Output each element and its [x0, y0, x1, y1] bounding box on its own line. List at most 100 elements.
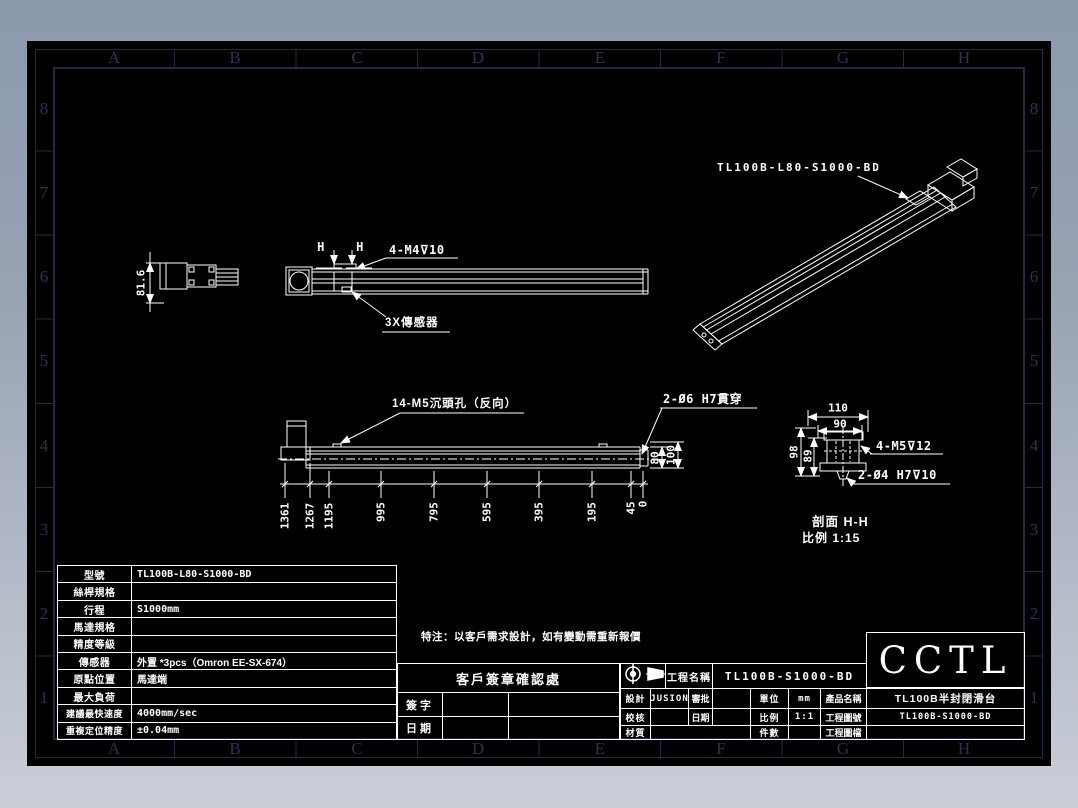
spec-value: [132, 636, 396, 652]
front-height-dim: 100: [664, 445, 678, 465]
sign-field: [509, 693, 619, 717]
spec-label: 重複定位精度: [58, 722, 132, 740]
special-note: 特注：以客戶需求設計，如有變動需重新報價: [421, 631, 641, 643]
sign-block-title: 客戶簽章確認處: [398, 664, 619, 693]
file-value: [866, 725, 1025, 740]
spec-value: [132, 583, 396, 599]
frame-col-label: F: [716, 48, 726, 67]
length-dim: 195: [585, 502, 599, 522]
frame-ticks: [35, 49, 1043, 758]
length-dim: 395: [532, 502, 546, 522]
approver-value: [712, 688, 751, 709]
through-hole-callout: 2-Ø6 H7貫穿: [663, 392, 743, 406]
table-row: 絲桿規格: [58, 583, 396, 601]
spec-label: 原點位置: [58, 670, 132, 687]
checker-label: 校核: [620, 708, 651, 726]
unit-label: 單位: [750, 688, 789, 709]
section-width-dim: 110: [828, 401, 848, 415]
spec-value: 馬達端: [137, 675, 167, 687]
frame-row-label: 6: [39, 267, 49, 286]
section-height-dim: 98: [787, 445, 801, 459]
frame-row-label: 7: [39, 183, 49, 202]
table-row: 傳感器外置 *3pcs（Omron EE-SX-674）: [58, 653, 396, 671]
material-label: 材質: [620, 725, 651, 740]
length-dim: 1195: [322, 502, 336, 530]
frame-col-label: B: [229, 739, 241, 758]
section-view: [795, 410, 950, 488]
table-row: 馬達規格: [58, 618, 396, 636]
section-scale: 比例 1:15: [802, 531, 861, 545]
spec-value: 4000mm/sec: [137, 707, 198, 719]
file-label: 工程圖檔: [820, 725, 867, 740]
frame-col-label: A: [107, 48, 121, 67]
checker-value: [650, 708, 689, 726]
length-dim: 595: [480, 502, 494, 522]
date-field: [443, 717, 509, 739]
frame-row-label: 3: [39, 520, 49, 539]
thread-callout: 4-M5⊽12: [876, 439, 932, 453]
frame-row-label: 5: [1029, 351, 1039, 370]
spec-value: [132, 618, 396, 634]
frame-col-label: E: [594, 48, 606, 67]
section-mark-letter: H: [317, 240, 325, 254]
dowel-callout: 2-Ø4 H7⊽10: [858, 468, 937, 482]
frame-col-label: G: [836, 48, 850, 67]
frame-col-label: B: [229, 48, 241, 67]
spec-value: ±0.04mm: [137, 725, 180, 737]
frame-col-label: E: [594, 739, 606, 758]
spec-label: 絲桿規格: [58, 583, 132, 600]
drawing-sheet: [27, 41, 1051, 766]
frame-col-label: A: [107, 739, 121, 758]
frame-col-label: G: [836, 739, 850, 758]
frame-col-label: D: [471, 739, 485, 758]
length-dim: 0: [636, 500, 650, 508]
frame-col-label: H: [957, 48, 971, 67]
end-view: [146, 252, 239, 312]
projection-symbol-cell: [620, 663, 666, 689]
front-hole-callout: 14-M5沉頭孔（反向）: [392, 398, 518, 410]
iso-view: [692, 158, 978, 351]
frame-row-label: 4: [1029, 436, 1039, 455]
project-name-label: 工程名稱: [665, 663, 713, 689]
spec-label: 最大負荷: [58, 687, 132, 705]
length-dim: 795: [427, 502, 441, 522]
date-value: [712, 708, 751, 726]
spec-label: 行程: [58, 600, 132, 618]
drawing-no-value: TL100B-S1000-BD: [866, 708, 1025, 726]
frame-col-label: C: [351, 48, 363, 67]
frame-row-label: 7: [1029, 183, 1039, 202]
company-logo: CCTL: [866, 632, 1025, 688]
qty-value: [788, 725, 821, 740]
frame-row-label: 3: [1029, 520, 1039, 539]
unit-value: mm: [788, 688, 821, 709]
sign-field: [443, 693, 509, 717]
frame-row-label: 4: [39, 436, 49, 455]
frame-row-label: 2: [39, 604, 49, 623]
length-dim: 1267: [303, 502, 317, 530]
customer-sign-block: 客戶簽章確認處 簽字 日期: [397, 663, 620, 740]
frame-row-label: 5: [39, 351, 49, 370]
designer-value: JUSION: [650, 688, 689, 709]
iso-model-callout: TL100B-L80-S1000-BD: [717, 161, 881, 174]
date-label: 日期: [398, 717, 443, 739]
front-height-dim: 80: [648, 451, 662, 465]
plan-view: [285, 250, 649, 333]
frame-col-label: C: [351, 739, 363, 758]
spec-label: 建議最快速度: [58, 705, 132, 722]
length-dim: 995: [374, 502, 388, 522]
spec-label: 型號: [58, 566, 132, 583]
frame-col-label: H: [957, 739, 971, 758]
frame-row-label: 6: [1029, 267, 1039, 286]
spec-label: 傳感器: [58, 653, 132, 670]
frame-col-label: F: [716, 739, 726, 758]
section-title: 剖面 H-H: [812, 515, 869, 529]
qty-label: 件數: [750, 725, 789, 740]
spec-value: [132, 688, 396, 704]
drawing-no-label: 工程圖號: [820, 708, 867, 726]
section-mark-letter: H: [356, 240, 364, 254]
frame-row-label: 8: [39, 99, 49, 118]
table-row: 建議最快速度 4000mm/sec: [58, 705, 396, 723]
spec-value: TL100B-L80-S1000-BD: [137, 568, 252, 580]
date-field: [509, 717, 619, 739]
